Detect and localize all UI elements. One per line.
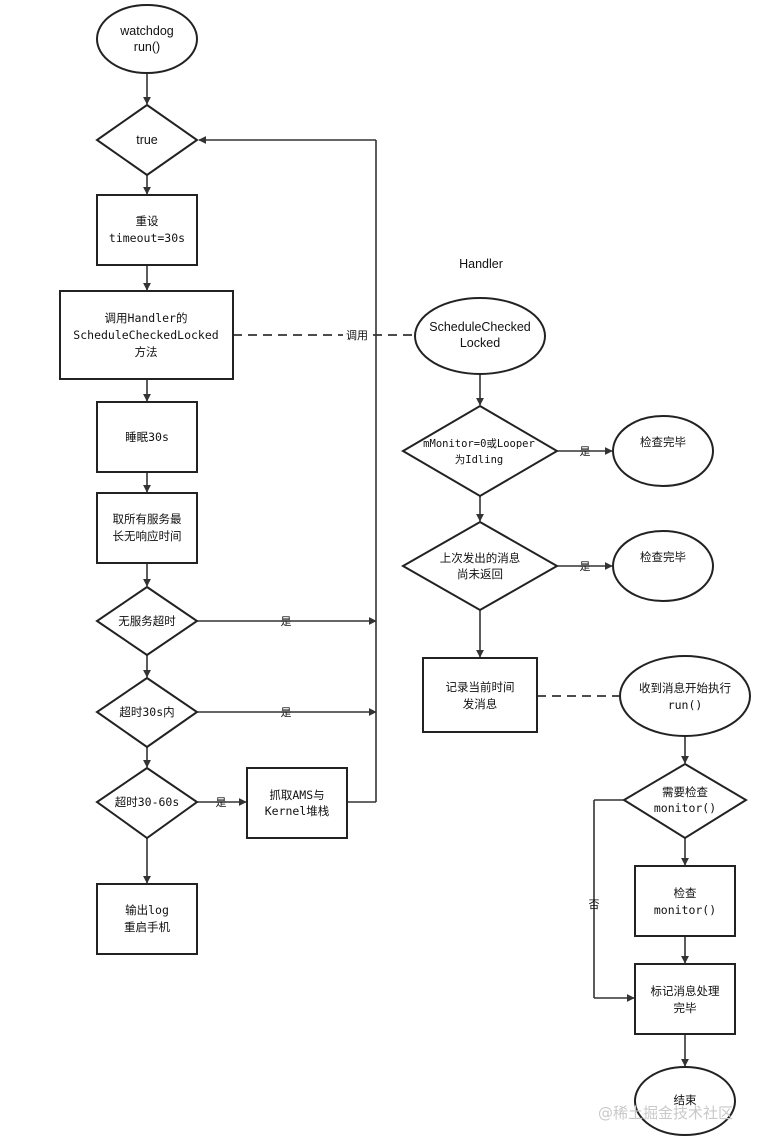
loop-decision (95, 103, 199, 177)
end-label: 结束 (674, 1093, 697, 1107)
last-message-pending-decision (400, 520, 560, 612)
dump-stack-box (246, 767, 348, 839)
call-handler-box (59, 290, 234, 380)
mark-done-label: 标记消息处理完毕 (651, 984, 720, 1015)
edge-label-yes-no-timeout: 是 (281, 615, 292, 628)
check-monitor-box (634, 865, 736, 937)
last-message-pending-label: 上次发出的消息尚未返回 (440, 551, 521, 581)
no-timeout-decision (95, 585, 199, 657)
connectors-left (143, 74, 414, 884)
edge-label-yes-within30: 是 (281, 706, 292, 719)
reset-timeout-box (96, 194, 198, 266)
loop-label: true (136, 133, 158, 147)
receive-run-node (619, 655, 751, 737)
monitor-idle-decision (401, 404, 559, 498)
check-done-node-2 (612, 530, 714, 602)
record-send-box (422, 657, 538, 733)
handler-title: Handler (459, 257, 503, 271)
edge-label-yes-t3060: 是 (216, 796, 227, 809)
start-node (96, 4, 198, 74)
sleep-box (96, 401, 198, 473)
timeout-30-60-decision (95, 766, 199, 840)
watermark: @稀土掘金技术社区 (598, 1104, 733, 1122)
check-done-node-1 (612, 415, 714, 487)
connectors-right (476, 374, 689, 1067)
edge-label-call: 调用 (346, 329, 368, 342)
fetch-max-time-box (96, 492, 198, 564)
schedule-checked-locked-node (414, 297, 546, 375)
within30-decision (95, 676, 199, 749)
end-node (634, 1066, 736, 1136)
check-done-label-2: 检查完毕 (640, 550, 686, 564)
need-monitor-decision (622, 762, 748, 840)
edge-label-no-need: 否 (589, 898, 600, 911)
timeout-30-60-label: 超时30-60s (115, 795, 180, 809)
fetch-label: 取所有服务最长无响应时间 (113, 512, 182, 543)
within30-label: 超时30s内 (119, 705, 174, 719)
sleep-label: 睡眠30s (125, 430, 169, 444)
reboot-box (96, 883, 198, 955)
edge-label-yes-check1: 是 (580, 445, 591, 458)
edge-label-yes-check2: 是 (580, 560, 591, 573)
record-send-label: 记录当前时间发消息 (446, 680, 515, 711)
mark-done-box (634, 963, 736, 1035)
check-done-label-1: 检查完毕 (640, 435, 686, 449)
no-timeout-label: 无服务超时 (118, 614, 176, 628)
